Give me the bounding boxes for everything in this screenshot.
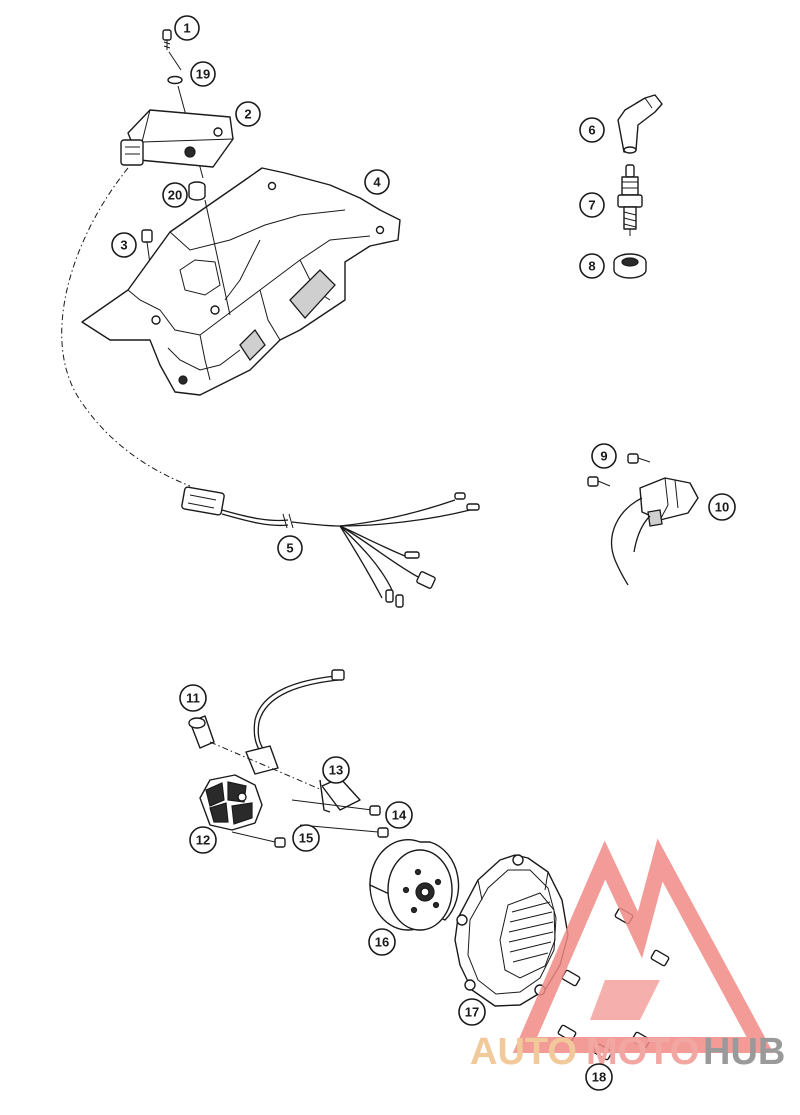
svg-text:12: 12	[196, 833, 210, 848]
watermark-auto-text: AUTO	[470, 1031, 577, 1073]
watermark-logo	[512, 838, 774, 1053]
part-5-wiring-harness	[181, 486, 480, 608]
callout-16: 16	[368, 928, 396, 956]
callout-3: 3	[111, 232, 137, 258]
part-12-stator	[199, 774, 263, 831]
svg-text:19: 19	[196, 67, 210, 82]
callout-10: 10	[708, 493, 736, 521]
callout-17: 17	[458, 998, 486, 1026]
svg-text:13: 13	[329, 763, 343, 778]
svg-text:3: 3	[120, 238, 127, 253]
svg-text:14: 14	[392, 808, 407, 823]
part-11-cable	[188, 669, 345, 775]
svg-text:6: 6	[588, 123, 595, 138]
callout-15: 15	[292, 824, 320, 852]
part-7-spark-plug	[617, 164, 643, 236]
callout-14: 14	[385, 801, 413, 829]
svg-text:8: 8	[588, 259, 595, 274]
svg-text:16: 16	[375, 935, 389, 950]
callout-1: 1	[174, 15, 200, 41]
svg-text:17: 17	[465, 1005, 479, 1020]
part-16-flywheel	[369, 839, 460, 931]
svg-text:5: 5	[286, 541, 293, 556]
svg-text:11: 11	[186, 691, 200, 706]
svg-text:2: 2	[244, 107, 251, 122]
svg-text:15: 15	[299, 831, 313, 846]
part-4-bracket	[81, 167, 401, 396]
part-6-spark-plug-cap	[617, 94, 663, 154]
callout-7: 7	[579, 192, 605, 218]
part-2-cdi-box	[120, 109, 234, 168]
part-20-bushing	[188, 181, 206, 201]
part-8-grommet	[613, 253, 647, 279]
part-14-screw	[291, 799, 389, 838]
svg-text:20: 20	[168, 188, 182, 203]
callout-4: 4	[364, 169, 390, 195]
part-10-ignition-coil	[611, 477, 699, 586]
callout-13: 13	[322, 756, 350, 784]
part-15-screw	[231, 831, 286, 848]
part-1-screw	[162, 29, 172, 50]
part-19-washer	[167, 75, 183, 85]
callout-2: 2	[235, 101, 261, 127]
svg-text:9: 9	[600, 449, 607, 464]
callout-9: 9	[591, 443, 617, 469]
callout-8: 8	[579, 253, 605, 279]
callout-5: 5	[277, 535, 303, 561]
svg-text:10: 10	[715, 500, 729, 515]
callout-19: 19	[190, 61, 216, 87]
svg-text:18: 18	[592, 1070, 606, 1085]
part-9-bolts	[587, 453, 651, 487]
svg-text:7: 7	[588, 198, 595, 213]
callout-11: 11	[179, 684, 207, 712]
watermark-hub-text: HUB	[703, 1031, 785, 1073]
callout-6: 6	[579, 117, 605, 143]
cdi-connection-line	[61, 167, 191, 487]
callout-20: 20	[162, 182, 188, 208]
callout-12: 12	[189, 826, 217, 854]
svg-text:1: 1	[183, 21, 190, 36]
svg-text:4: 4	[373, 175, 381, 190]
callout-18: 18	[585, 1063, 613, 1091]
